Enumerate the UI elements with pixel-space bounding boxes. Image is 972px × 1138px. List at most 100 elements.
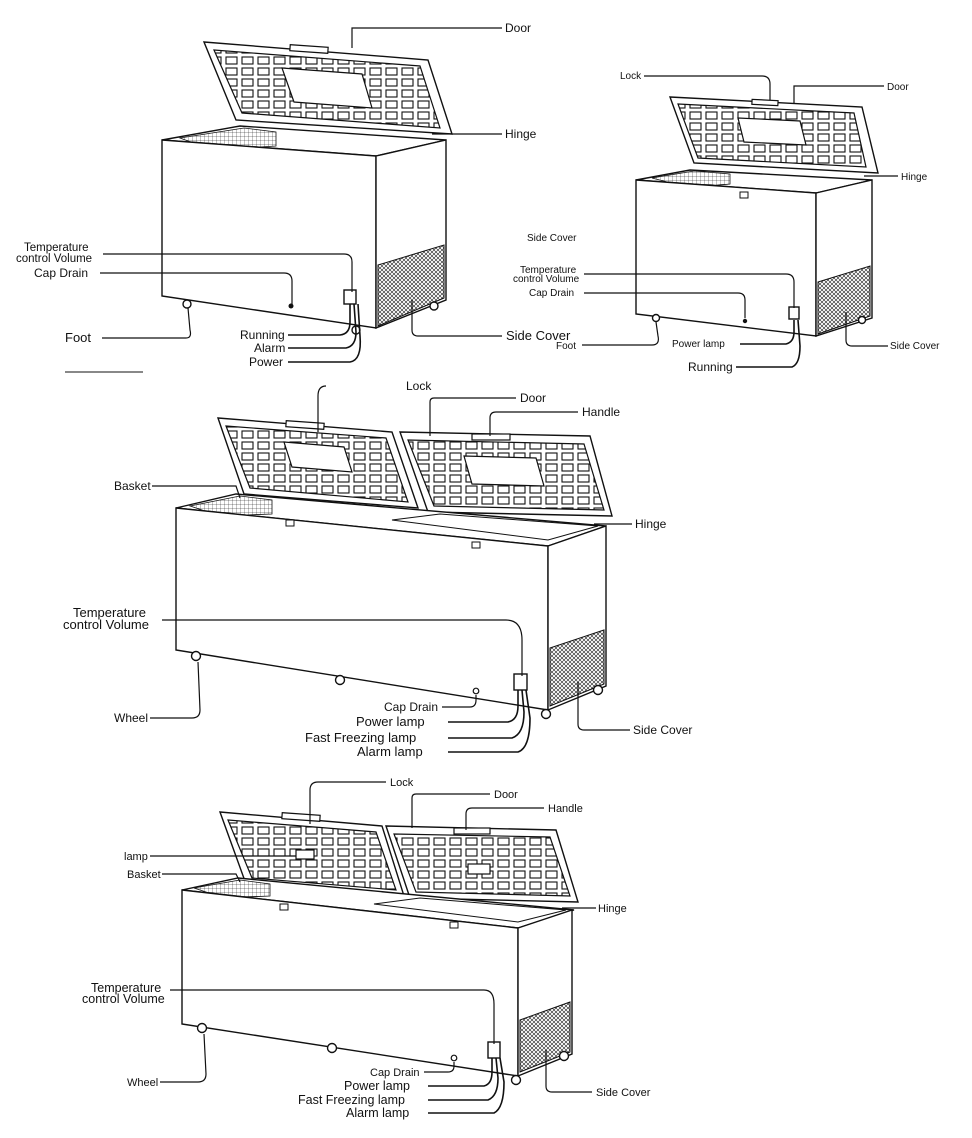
freezer-3-door-label: Door <box>520 391 546 405</box>
freezer-4-fastfreeze-leader <box>428 1057 499 1101</box>
freezer-2-temp-label-2: control Volume <box>513 274 580 285</box>
freezer-1-sidecover-leader <box>411 300 502 337</box>
freezer-1-capdrain-leader <box>100 272 293 304</box>
freezer-4-temp-label-1: Temperature <box>91 981 161 995</box>
freezer-4-wheel-2 <box>326 1042 338 1054</box>
freezer-3-alarm-leader <box>448 689 531 753</box>
freezer-1-foot-leader <box>102 307 192 339</box>
freezer-3-capdrain-label: Cap Drain <box>384 700 438 714</box>
freezer-2-sidecover-floating-label: Side Cover <box>527 233 577 244</box>
freezer-2-running-leader <box>736 319 801 368</box>
freezer-1-running-label: Running <box>240 328 285 342</box>
freezer-2-hinge-label: Hinge <box>901 172 928 183</box>
freezer-4-sidecover-leader <box>545 1050 592 1093</box>
freezer-2-running-label: Running <box>688 360 733 374</box>
freezer-1-temp-leader <box>103 253 353 292</box>
freezer-2-temp-label-1: Temperature <box>520 265 577 276</box>
freezer-1-alarm-leader <box>288 303 357 349</box>
freezer-2-powerlamp-leader <box>740 320 795 345</box>
freezer-3-handle-label: Handle <box>582 405 620 419</box>
freezer-4-temp-label-2: control Volume <box>82 992 165 1006</box>
freezer-3-door-leader <box>429 397 516 436</box>
freezer-4-control-panel <box>487 1041 501 1059</box>
freezer-4-capdrain-label: Cap Drain <box>370 1067 420 1079</box>
freezer-1-alarm-label: Alarm <box>254 341 285 355</box>
freezer-3-temp-leader <box>162 619 523 676</box>
freezer-1-foot-label: Foot <box>65 330 91 345</box>
freezer-1-door-leader <box>351 27 502 48</box>
freezer-3-wheel-label: Wheel <box>114 711 148 725</box>
freezer-1-temp-label-1: Temperature <box>24 242 89 254</box>
freezer-4-right-lid-lamp <box>467 863 491 875</box>
freezer-2-lock-label: Lock <box>620 71 642 82</box>
freezer-3-lock-label: Lock <box>406 379 432 393</box>
freezer-1-temp-label-2: control Volume <box>16 253 92 265</box>
freezer-4-side-cover <box>519 1001 571 1073</box>
freezer-3-sidecover-label: Side Cover <box>633 723 692 737</box>
freezer-1-hinge-label: Hinge <box>505 127 537 141</box>
freezer-1-foot-back <box>429 301 439 311</box>
freezer-3-diagram: Lock Door Handle Basket Hinge Temperatur… <box>63 379 692 759</box>
freezer-1-diagram: Door Hinge Temperature control Volume Ca… <box>16 21 571 373</box>
freezer-3-side-cover <box>549 629 605 707</box>
freezer-4-basket-leader <box>162 873 241 883</box>
freezer-4-hinge-label: Hinge <box>598 903 627 915</box>
freezer-4-lock-leader <box>309 781 386 824</box>
freezer-4-capdrain-leader <box>424 1062 455 1073</box>
freezer-4-powerlamp-label: Power lamp <box>344 1079 410 1093</box>
freezer-4-fastfreeze-label: Fast Freezing lamp <box>298 1093 405 1107</box>
freezer-1-power-label: Power <box>249 355 283 369</box>
freezer-3-wheel-1 <box>190 650 202 662</box>
freezer-4-lamp-label: lamp <box>124 851 148 863</box>
freezer-3-wheel-leader <box>150 661 201 719</box>
freezer-3-basket-label: Basket <box>114 479 151 493</box>
freezer-4-wheel-3 <box>510 1074 522 1086</box>
freezer-4-wheel-label: Wheel <box>127 1077 158 1089</box>
freezer-2-side-cover <box>817 265 871 335</box>
freezer-1-running-leader <box>288 304 351 336</box>
freezer-3-alarm-label: Alarm lamp <box>357 744 423 759</box>
freezer-3-hook-right <box>471 541 481 549</box>
freezer-4-wheel-4 <box>558 1050 570 1062</box>
freezer-2-door-leader <box>793 85 884 104</box>
freezer-4-cap-drain-dot <box>450 1054 458 1062</box>
freezer-2-sidecover-label: Side Cover <box>890 341 940 352</box>
freezer-4-alarm-label: Alarm lamp <box>346 1106 409 1120</box>
freezer-3-inner-right <box>391 513 599 541</box>
freezer-1-capdrain-label: Cap Drain <box>34 266 88 280</box>
freezer-1-control-panel <box>343 289 357 305</box>
freezer-3-right-lid-window <box>463 455 545 487</box>
freezer-4-hook-right <box>449 921 459 929</box>
freezer-4-powerlamp-leader <box>428 1058 493 1087</box>
freezer-3-fastfreeze-label: Fast Freezing lamp <box>305 730 416 745</box>
freezer-4-diagram: Lock Door Handle lamp Basket Hinge Tempe… <box>82 777 651 1120</box>
freezer-2-door-label: Door <box>887 82 909 93</box>
freezer-3-sidecover-leader <box>577 682 630 731</box>
freezer-2-sidecover-leader <box>845 312 888 347</box>
freezer-4-lock-label: Lock <box>390 777 414 789</box>
freezer-3-lock-leader <box>317 385 327 432</box>
freezer-4-left-lid-lamp <box>295 849 315 860</box>
freezer-2-powerlamp-label: Power lamp <box>672 339 725 350</box>
freezer-2-foot-left <box>651 313 661 323</box>
freezer-4-temp-leader <box>170 989 495 1044</box>
freezer-2-diagram: Lock Door Hinge Side Cover Temperature c… <box>513 71 940 374</box>
freezer-2-foot-label: Foot <box>556 341 576 352</box>
freezer-4-right-lid-handle <box>453 827 491 835</box>
freezer-3-right-lid-handle <box>471 433 511 441</box>
freezer-4-sidecover-label: Side Cover <box>596 1087 651 1099</box>
freezer-3-wheel-2 <box>334 674 346 686</box>
freezer-4-hook-left <box>279 903 289 911</box>
freezer-1-side-cover <box>377 244 445 327</box>
freezer-3-left-lid-handle <box>285 420 325 430</box>
freezer-3-control-panel <box>513 673 528 691</box>
freezer-2-lid-window <box>737 117 807 146</box>
freezer-3-capdrain-leader <box>442 695 477 708</box>
freezer-1-cap-drain-dot <box>288 303 294 309</box>
freezer-3-handle-leader <box>489 411 578 436</box>
freezer-2-temp-leader <box>584 273 795 308</box>
freezer-4-alarm-leader <box>428 1057 505 1114</box>
freezer-3-basket-leader <box>152 485 241 499</box>
freezer-1-foot-left <box>182 299 192 309</box>
